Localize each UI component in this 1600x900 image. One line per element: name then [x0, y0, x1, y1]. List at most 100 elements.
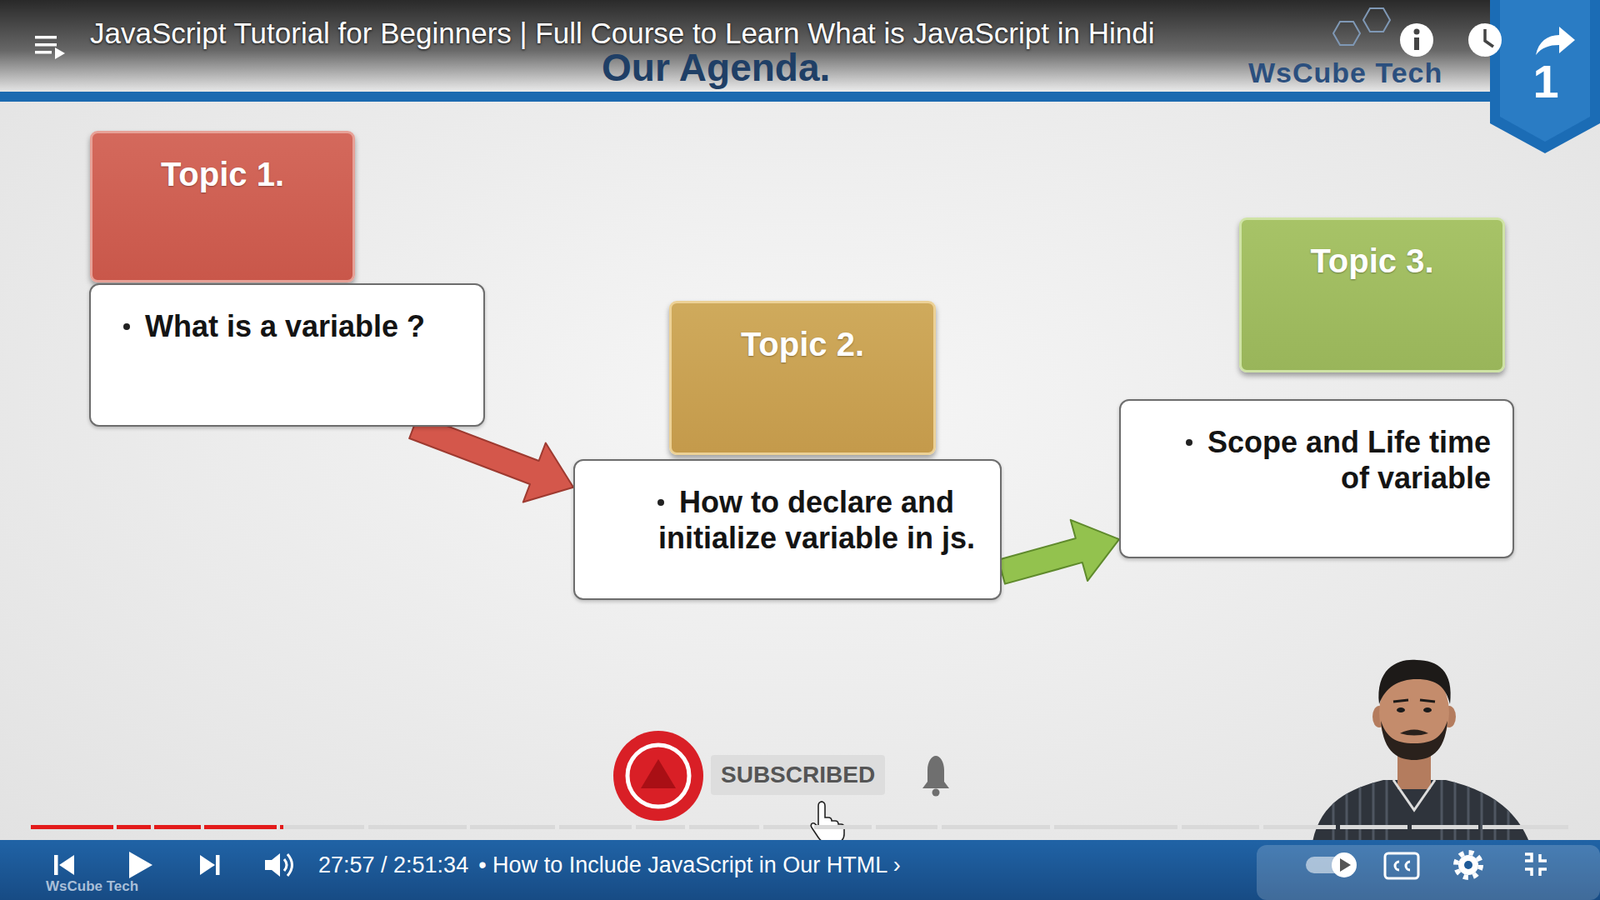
volume-wave: [284, 859, 287, 871]
bell-icon: [922, 755, 950, 797]
watermark: WsCube Tech: [45, 878, 139, 895]
episode-ribbon: [1490, 0, 1600, 154]
autoplay-knob: [1331, 852, 1357, 878]
presenter-mustache: [1400, 730, 1429, 736]
chapter-segment: [941, 825, 1050, 830]
gear-teeth: [1455, 852, 1481, 878]
chapter-segment: [1482, 825, 1569, 830]
played-segment: [154, 825, 201, 830]
stripe: [1372, 775, 1375, 842]
presenter-eye: [1423, 707, 1432, 713]
chapter-segment: [1181, 825, 1260, 830]
block-arrow: [998, 520, 1120, 585]
logo-hexagon: [1363, 8, 1390, 32]
subscribe-text: SUBSCRIBED: [710, 755, 885, 795]
presenter-beard: [1380, 720, 1448, 760]
stripe: [1345, 775, 1349, 842]
stripe: [1507, 775, 1510, 842]
played-segment: [204, 825, 277, 830]
logo-hexagon: [1333, 21, 1360, 45]
topic-body-box: How to declare and initialize variable i…: [573, 459, 1002, 600]
chapter-segment: [559, 825, 632, 830]
presenter-eye: [1396, 707, 1405, 713]
topic-heading: Topic 1.: [160, 155, 285, 194]
autoplay-play: [1340, 858, 1351, 872]
slide-heading: Our Agenda.: [601, 45, 830, 90]
bullet-dot: [657, 499, 665, 506]
clock-face: [1468, 23, 1502, 57]
info-icon: [1400, 23, 1434, 57]
chapter-segment: [1340, 825, 1408, 830]
played-segment: [30, 825, 114, 830]
chapter-segment: [875, 825, 938, 830]
chapter-segment: [280, 825, 365, 830]
topic-point: Scope and Life time of variable: [1190, 424, 1491, 496]
chapter-segment: [204, 825, 277, 830]
chapter-segment: [1263, 825, 1336, 830]
chapter-segment: [368, 825, 467, 830]
subscribe-triangle: [640, 759, 676, 789]
info-dot: [1414, 29, 1420, 35]
played-segment: [116, 825, 151, 830]
menu-play: [55, 47, 65, 60]
stripe: [1494, 775, 1497, 842]
topic-body-box: Scope and Life time of variable: [1119, 399, 1515, 559]
stripe: [1480, 775, 1484, 842]
subscribe-ring: [627, 745, 690, 807]
stripe: [1385, 775, 1389, 842]
control-panel: [1256, 845, 1600, 900]
chapter-segment: [116, 825, 151, 830]
bell-clapper: [932, 789, 940, 797]
video-title: JavaScript Tutorial for Beginners | Full…: [90, 16, 1155, 50]
progress-bar: [30, 825, 1569, 830]
info-circle: [1400, 23, 1434, 57]
topic-header-box: Topic 2.: [669, 300, 936, 455]
captions-icon: [1385, 853, 1419, 879]
gear-hole: [1464, 860, 1473, 870]
topic-point: How to declare and initialize variable i…: [650, 484, 984, 556]
volume-speaker: [265, 853, 280, 877]
prev-triangle: [59, 855, 75, 875]
subscribe-button: [613, 730, 704, 821]
play-icon: [129, 851, 153, 879]
chapter-segment: [470, 825, 555, 830]
next-bar: [215, 855, 220, 875]
stripe: [1454, 775, 1457, 842]
volume-wave: [287, 854, 293, 876]
chapter-segment: [635, 825, 685, 830]
player-controls: [54, 851, 1547, 879]
clock-hands: [1485, 29, 1494, 47]
chapter-segment: [689, 825, 760, 830]
menu-line: [35, 50, 52, 55]
episode-ribbon-face: [1500, 0, 1590, 142]
presenter-hair: [1378, 660, 1450, 705]
topic-point: What is a variable ?: [145, 308, 462, 345]
hand-cursor: [810, 801, 845, 843]
logo-hexagons: [1333, 8, 1390, 45]
bell-body: [922, 755, 950, 789]
top-shade: [0, 0, 1600, 92]
share-icon: [1535, 26, 1575, 55]
stripe: [1440, 775, 1444, 842]
next-triangle: [200, 855, 215, 875]
presenter-collar: [1393, 780, 1435, 810]
watch-later-icon: [1468, 23, 1502, 57]
gear-body: [1458, 855, 1479, 875]
subscribe-disc: [613, 730, 704, 821]
topic-header-box: Topic 3.: [1239, 217, 1505, 373]
progress-played: [30, 825, 284, 830]
chapter-segment: [30, 825, 114, 830]
info-stem: [1414, 37, 1420, 50]
episode-number: 1: [1520, 55, 1571, 109]
presenter-shirt: [1312, 780, 1530, 842]
brand-logo: WsCube Tech: [1248, 56, 1443, 90]
menu-line: [35, 43, 57, 47]
topic-heading: Topic 3.: [1310, 241, 1434, 280]
header-rule: [0, 91, 1492, 102]
menu-icon: [35, 35, 65, 60]
stripe: [1332, 775, 1335, 842]
chapter-segment: [763, 825, 810, 830]
block-arrow: [409, 415, 574, 503]
chapter-segment: [814, 825, 872, 830]
